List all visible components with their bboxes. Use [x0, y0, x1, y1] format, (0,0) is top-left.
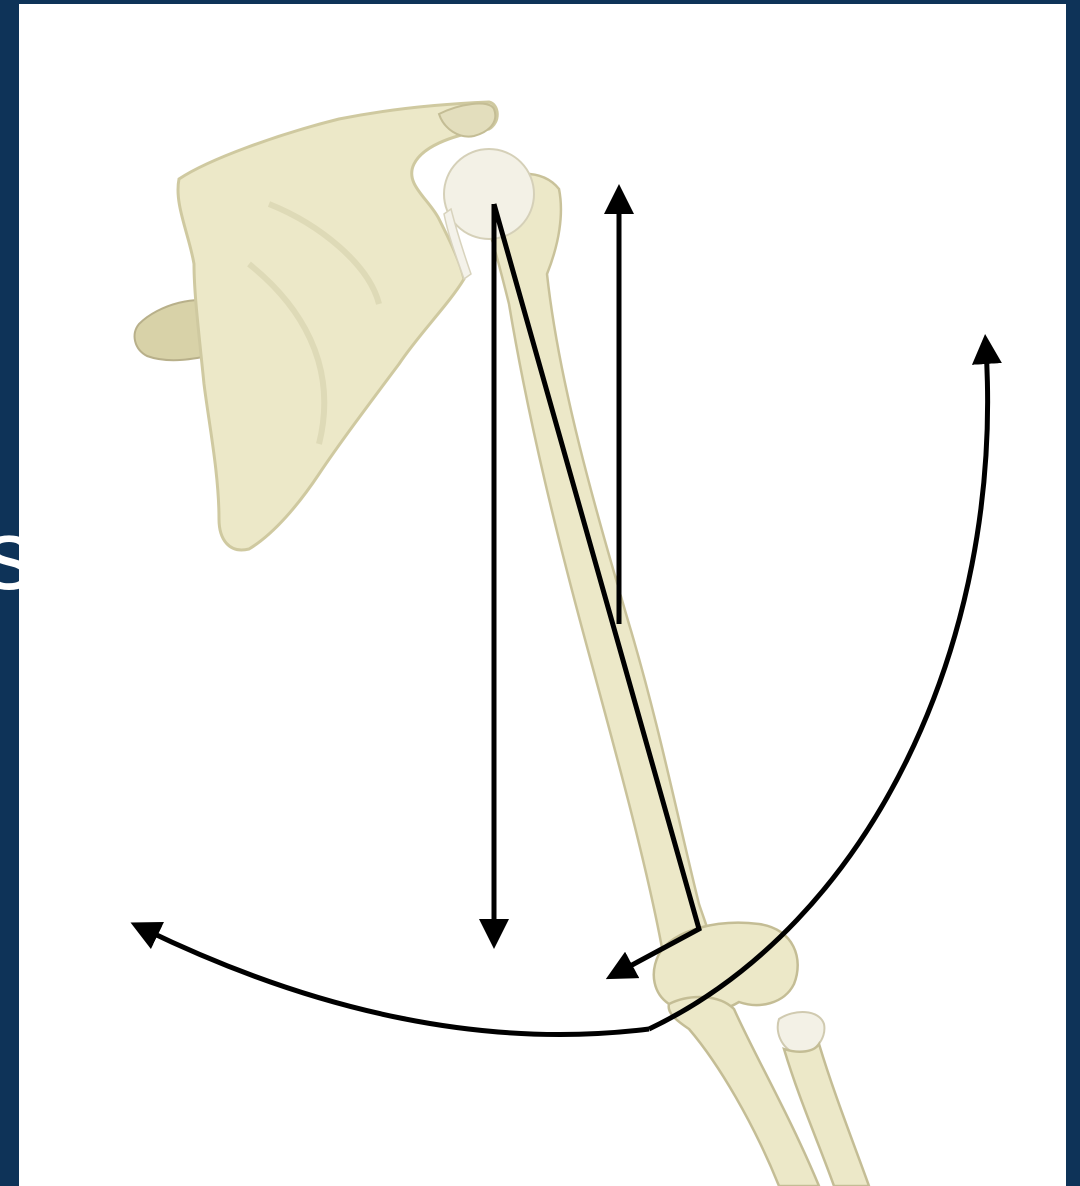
humeral-head [444, 149, 534, 239]
lower-left-arc-arrow [144, 929, 649, 1034]
arm-skeleton-diagram [19, 4, 1066, 1186]
figure-panel [19, 4, 1066, 1186]
scapula [178, 102, 497, 550]
